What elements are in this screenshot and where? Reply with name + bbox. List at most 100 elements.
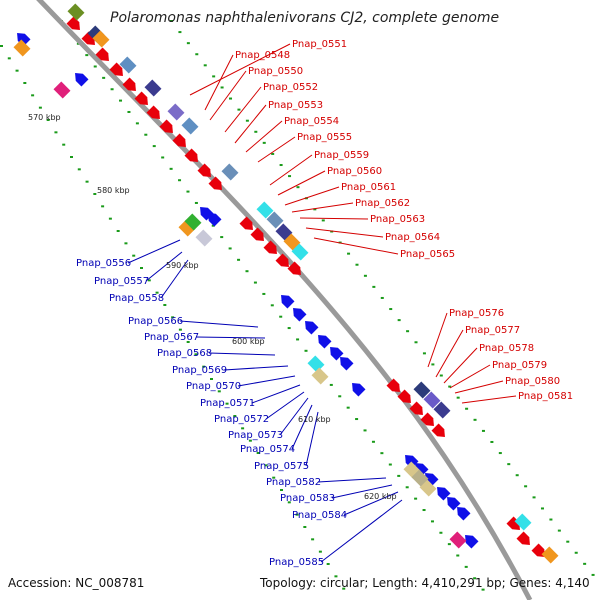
gene-label: Pnap_0567 <box>144 332 199 343</box>
gc-dot <box>194 201 198 204</box>
gc-dot <box>116 230 120 232</box>
rna-feature <box>433 401 451 419</box>
leader-line <box>461 395 517 404</box>
leader-line <box>189 43 291 96</box>
gc-dot <box>295 513 299 516</box>
gc-dot <box>355 418 359 421</box>
gc-dot <box>178 31 182 34</box>
gc-dot <box>233 415 237 417</box>
gene-label: Pnap_0557 <box>94 276 149 287</box>
gc-dot <box>507 463 511 466</box>
gc-dot <box>422 352 426 355</box>
rna-feature <box>256 201 274 219</box>
rna-feature <box>167 103 185 121</box>
leader-line <box>237 375 296 387</box>
rna-feature <box>221 163 239 181</box>
reverse-gene <box>330 347 344 361</box>
gc-dot <box>583 562 587 565</box>
gene-label: Pnap_0581 <box>518 391 573 402</box>
gc-dot <box>211 224 215 227</box>
kbp-tick-label: 580 kbp <box>97 186 130 195</box>
gc-dot <box>287 327 291 330</box>
leader-line <box>234 104 267 144</box>
gene-label: Pnap_0553 <box>268 100 323 111</box>
kbp-tick-label: 570 kbp <box>28 113 61 122</box>
gene-label: Pnap_0571 <box>200 398 255 409</box>
gc-dot <box>456 396 460 399</box>
gc-dot <box>248 439 252 442</box>
gc-dot <box>194 353 198 356</box>
forward-gene <box>134 91 148 105</box>
gc-dot <box>54 131 58 134</box>
gene-label: Pnap_0555 <box>297 132 352 143</box>
gc-dot <box>256 452 260 454</box>
forward-gene <box>409 401 423 415</box>
gc-dot <box>31 94 35 97</box>
reverse-gene <box>281 295 295 309</box>
gc-dot <box>15 69 19 72</box>
gc-dot <box>473 577 477 580</box>
page-title: Polaromonas naphthalenivorans CJ2, compl… <box>110 10 499 26</box>
leader-line <box>313 237 399 255</box>
gc-dot <box>371 440 375 443</box>
gc-dot <box>229 97 233 100</box>
gc-dot <box>254 130 258 133</box>
gc-dot <box>372 285 376 288</box>
leader-line <box>145 251 183 282</box>
gene-label: Pnap_0573 <box>228 430 283 441</box>
rna-feature <box>266 211 284 229</box>
rna-feature <box>419 479 437 497</box>
gc-dot <box>203 64 207 67</box>
gc-dot <box>303 526 307 528</box>
gene-label: Pnap_0577 <box>465 325 520 336</box>
gene-features <box>13 3 559 564</box>
rna-feature <box>144 79 162 97</box>
gc-dot <box>311 538 315 541</box>
reverse-gene <box>340 357 354 371</box>
gc-dot <box>380 452 384 455</box>
gc-dot <box>241 427 245 430</box>
gc-dot <box>313 208 317 211</box>
gc-dot <box>430 520 434 523</box>
forward-gene <box>197 163 211 177</box>
leader-line <box>204 54 234 111</box>
gene-label: Pnap_0550 <box>248 66 303 77</box>
gc-dot <box>93 193 97 195</box>
gc-dot <box>178 179 182 182</box>
gc-dot <box>220 86 224 89</box>
reverse-gene <box>208 213 222 227</box>
gc-dot <box>85 54 89 57</box>
forward-gene <box>275 253 289 267</box>
rna-feature <box>423 391 441 409</box>
forward-gene <box>420 412 434 426</box>
gene-label: Pnap_0580 <box>505 376 560 387</box>
rna-feature <box>184 213 202 231</box>
gc-dot <box>473 418 477 421</box>
gc-dot <box>0 45 3 47</box>
gc-dot <box>557 529 561 532</box>
gc-dot <box>169 167 173 170</box>
gc-dot <box>566 540 570 543</box>
reverse-gene <box>75 73 89 87</box>
gc-dot <box>245 270 249 273</box>
leader-line <box>224 86 262 133</box>
forward-gene <box>109 62 123 76</box>
gc-dot <box>515 474 519 477</box>
rna-feature <box>119 56 137 74</box>
rna-feature <box>195 229 213 247</box>
gc-dot <box>195 53 199 56</box>
leader-line <box>454 380 504 394</box>
forward-gene <box>184 148 198 162</box>
gc-dot <box>397 319 401 322</box>
gc-dot <box>155 291 159 294</box>
reverse-gene <box>447 497 461 511</box>
gc-dot <box>465 407 469 410</box>
forward-gene <box>250 227 264 241</box>
forward-gene <box>263 240 277 254</box>
gc-dot <box>23 82 27 84</box>
gc-dot <box>447 543 451 546</box>
rna-feature <box>411 469 429 487</box>
gc-dot <box>152 145 156 148</box>
gc-dot <box>253 281 257 284</box>
